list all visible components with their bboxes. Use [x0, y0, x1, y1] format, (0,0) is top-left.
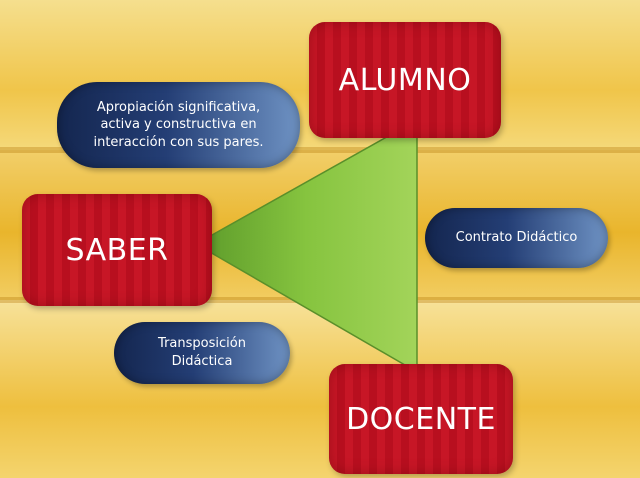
label-contrato-text: Contrato Didáctico [455, 230, 578, 246]
label-contrato-didactico: Contrato Didáctico [425, 208, 608, 268]
node-saber-label: SABER [65, 232, 169, 268]
label-apropiacion: Apropiación significativa, activa y cons… [57, 82, 300, 168]
band-divider [0, 147, 640, 153]
background-band-bottom [0, 300, 640, 478]
node-docente: DOCENTE [329, 364, 513, 474]
node-saber: SABER [22, 194, 212, 306]
node-alumno: ALUMNO [309, 22, 501, 138]
label-apropiacion-text: Apropiación significativa, activa y cons… [93, 99, 264, 150]
label-transposicion-didactica: Transposición Didáctica [114, 322, 290, 384]
node-docente-label: DOCENTE [346, 401, 496, 437]
triangle-shape [194, 118, 418, 374]
label-transposicion-text: Transposición Didáctica [158, 336, 246, 369]
node-alumno-label: ALUMNO [338, 62, 472, 98]
